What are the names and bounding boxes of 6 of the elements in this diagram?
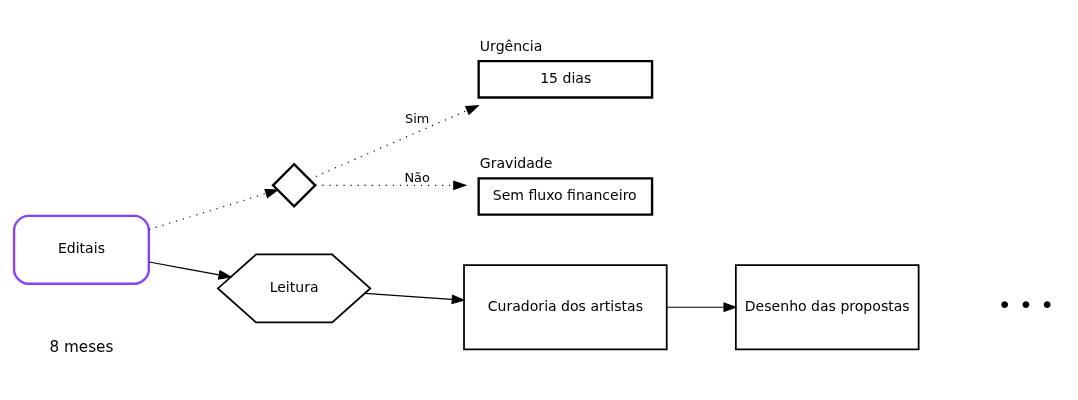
node-label: Gravidade (479, 155, 553, 172)
label: • • • (997, 291, 1055, 320)
label: 8 meses (49, 338, 114, 357)
edge-label: Não (404, 169, 430, 185)
edge-label: Sim (404, 111, 430, 127)
node-label: Urgência (479, 38, 543, 55)
